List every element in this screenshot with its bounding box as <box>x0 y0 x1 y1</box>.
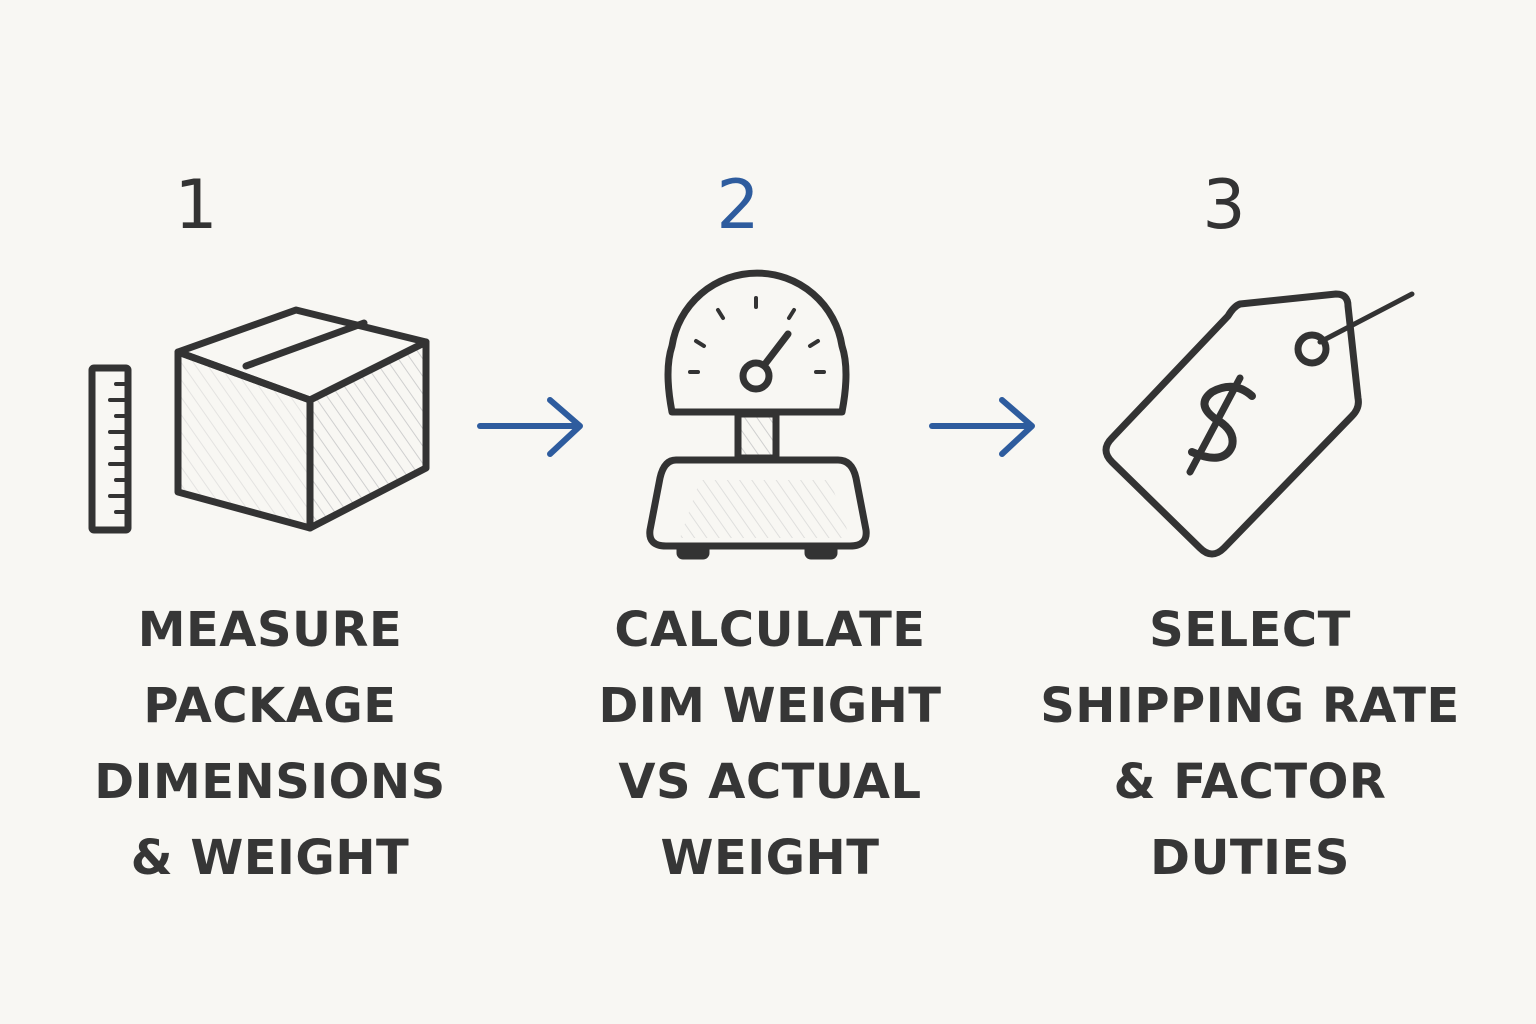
step-3-label: SELECT SHIPPING RATE & FACTOR DUTIES <box>1030 592 1470 896</box>
step-3-label-line-2: SHIPPING RATE <box>1040 678 1460 734</box>
step-2-label-line-4: WEIGHT <box>660 830 880 886</box>
step-2-label: CALCULATE DIM WEIGHT VS ACTUAL WEIGHT <box>560 592 980 896</box>
weighing-scale-icon <box>646 269 870 560</box>
step-1-label-line-3: DIMENSIONS <box>94 754 446 810</box>
step-2-number: 2 <box>716 166 760 245</box>
step-3-number: 3 <box>1202 166 1246 245</box>
step-2-label-line-3: VS ACTUAL <box>618 754 922 810</box>
step-3-label-line-3: & FACTOR <box>1113 754 1387 810</box>
step-2-label-line-2: DIM WEIGHT <box>598 678 942 734</box>
step-1-label-line-2: PACKAGE <box>143 678 397 734</box>
step-1-label: MEASURE PACKAGE DIMENSIONS & WEIGHT <box>60 592 480 896</box>
dollar-price-tag-icon <box>1102 290 1415 558</box>
arrow-right-icon <box>929 397 1035 457</box>
arrow-right-icon <box>477 397 583 457</box>
step-3-label-line-4: DUTIES <box>1150 830 1350 886</box>
step-2-label-line-1: CALCULATE <box>614 602 926 658</box>
step-3-label-line-1: SELECT <box>1149 602 1351 658</box>
step-1-label-line-4: & WEIGHT <box>130 830 410 886</box>
step-1-number: 1 <box>174 166 218 245</box>
ruler-icon <box>88 364 132 534</box>
step-1-label-line-1: MEASURE <box>137 602 403 658</box>
box-icon <box>174 306 430 532</box>
